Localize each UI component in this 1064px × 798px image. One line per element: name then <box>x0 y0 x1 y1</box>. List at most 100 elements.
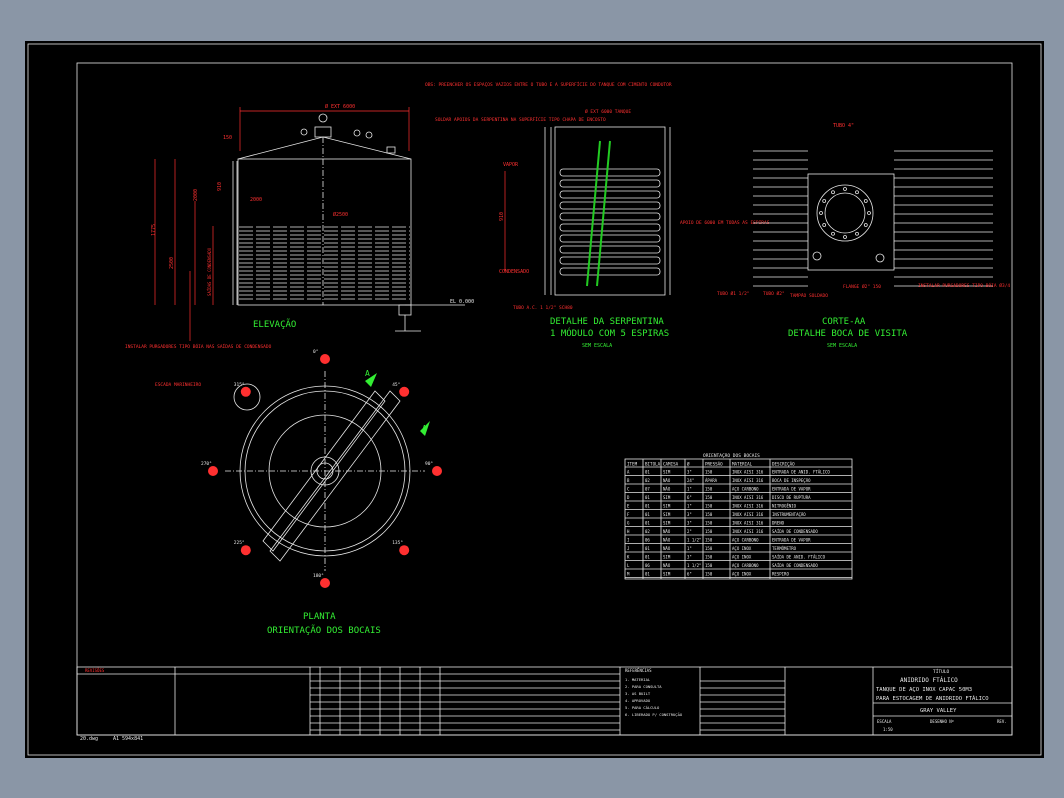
table-cell: ÁPARA <box>705 478 718 483</box>
plan-walkway <box>269 390 401 562</box>
coil-detail: OBS: PREENCHER OS ESPAÇOS VAZIOS ENTRE O… <box>425 80 770 349</box>
table-cell: NÃO <box>663 546 671 551</box>
coil-apoio: APOIO DE 6000 EM TODAS AS ESPIRAS <box>680 220 770 226</box>
table-cell: NITROGÊNIO <box>772 503 797 508</box>
table-cell: 01 <box>645 571 650 576</box>
table-cell: NÃO <box>663 486 671 491</box>
table-cell: 1 1/2" <box>687 537 701 542</box>
coil-stripes <box>239 226 410 300</box>
table-cell: DISCO DE RUPTURA <box>772 495 811 500</box>
corte-stripes <box>753 150 993 287</box>
table-cell: 06 <box>645 537 650 542</box>
elev-dim-5: 150 <box>223 135 232 141</box>
table-cell: NÃO <box>663 563 671 568</box>
table-header-cell: ITEM <box>627 462 638 467</box>
svg-text:A: A <box>365 369 370 378</box>
nozzle-marker <box>240 545 251 556</box>
plan-ladder-platform <box>233 383 261 411</box>
elev-note: INSTALAR PURGADORES TIPO BÓIA NAS SAÍDAS… <box>125 342 272 350</box>
nozzle-angle-label: 45° <box>392 382 400 388</box>
table-header-cell: Ø <box>687 462 690 467</box>
corte-tubo2: TUBO Ø2" <box>763 290 785 297</box>
table-cell: INOX AISI 316 <box>732 495 764 500</box>
table-cell: H <box>627 529 630 534</box>
table-cell: ENTRADA DE VAPOR <box>772 537 811 542</box>
tb-notes-header: REFERÊNCIAS <box>625 668 652 673</box>
elev-cone: 2000 <box>250 197 262 203</box>
nozzle-marker <box>240 386 251 397</box>
table-cell: INSTRUMENTAÇÃO <box>772 512 806 517</box>
table-cell: SIM <box>663 520 671 525</box>
elev-el: EL 0.000 <box>450 299 474 305</box>
corte-scale: SEM ESCALA <box>827 343 857 349</box>
coil-shell <box>554 126 666 296</box>
tb-client: GRAY VALLEY <box>920 708 957 714</box>
table-cell: AÇO INOX <box>732 554 752 559</box>
revision-grid <box>310 667 785 735</box>
tb-sheet-size: A1 594x841 <box>113 736 143 742</box>
table-cell: I <box>627 537 630 542</box>
coil-vapor: VAPOR <box>503 162 519 168</box>
table-cell: G <box>627 520 630 525</box>
nozzle-angle-label: 225° <box>234 540 245 546</box>
table-cell: NÃO <box>663 478 671 483</box>
coil-title: DETALHE DA SERPENTINA <box>550 317 664 327</box>
inner-border <box>76 62 1013 736</box>
table-cell: INOX AISI 316 <box>732 529 764 534</box>
nozzle-angle-label: 90° <box>425 461 433 467</box>
table-cell: 3" <box>687 520 692 525</box>
elev-label-ins: SAÍDAS DE CONDENSADO <box>207 247 212 296</box>
table-cell: DRENO <box>772 520 785 525</box>
table-cell: 02 <box>645 529 650 534</box>
cad-drawing: Ø EXT 6000 1775 2500 2000 SAÍDAS DE COND… <box>27 43 1042 756</box>
table-cell: 01 <box>645 546 650 551</box>
coil-top: Ø EXT 6000 TANQUE <box>585 108 631 115</box>
table-cell: 150 <box>705 529 713 534</box>
table-cell: INOX AISI 316 <box>732 478 764 483</box>
corte-flange: FLANGE Ø2" 150 <box>843 283 881 290</box>
table-cell: 150 <box>705 571 713 576</box>
table-cell: 01 <box>645 512 650 517</box>
table-cell: 150 <box>705 520 713 525</box>
coil-loops <box>559 168 661 276</box>
table-cell: 2" <box>687 529 692 534</box>
table-cell: INOX AISI 316 <box>732 512 764 517</box>
table-cell: SIM <box>663 554 671 559</box>
table-cell: 3" <box>687 554 692 559</box>
plan-view: ESCADA MARINHEIRO A A 0°45°90°135°180°22… <box>155 349 442 636</box>
table-cell: 07 <box>645 486 650 491</box>
elev-dim-3: 2000 <box>193 189 199 201</box>
coil-dim: 910 <box>499 212 505 221</box>
nozzle-angle-label: 180° <box>313 573 324 579</box>
tb-note: 6. LIBERADO P/ CONSTRUÇÃO <box>625 712 683 717</box>
tb-note: 3. AS BUILT <box>625 691 651 696</box>
drawing-sheet: Ø EXT 6000 1775 2500 2000 SAÍDAS DE COND… <box>25 41 1044 758</box>
table-cell: INOX AISI 316 <box>732 503 764 508</box>
tb-note: 5. PARA CÁLCULO <box>625 705 660 710</box>
coil-subtitle: 1 MÓDULO COM 5 ESPIRAS <box>550 327 669 339</box>
table-cell: 150 <box>705 512 713 517</box>
table-cell: ENTRADA DE ANID. FTÁLICO <box>772 469 830 474</box>
table-cell: 3" <box>687 469 692 474</box>
table-cell: C <box>627 486 630 491</box>
table-header-cell: PRESSÃO <box>705 462 723 467</box>
tb-line2: TANQUE DE AÇO INOX CAPAC 50M3 <box>876 687 972 693</box>
table-cell: SAÍDA DE CONDENSADO <box>772 529 818 534</box>
table-cell: A <box>627 469 630 474</box>
nozzle-marker <box>320 578 330 588</box>
corte-note: INSTALAR PURGADORES TIPO BÓIA Ø3/4 <box>918 282 1010 289</box>
table-cell: ENTRADA DE VAPOR <box>772 486 811 491</box>
elev-dim-4: 910 <box>217 182 223 191</box>
table-cell: 01 <box>645 469 650 474</box>
table-cell: 150 <box>705 495 713 500</box>
tank-shell <box>237 158 412 306</box>
elev-top-dim: Ø EXT 6000 <box>325 103 355 110</box>
tb-file: 20.dwg <box>80 736 98 742</box>
coil-condensado: CONDENSADO <box>499 269 529 275</box>
table-cell: SIM <box>663 512 671 517</box>
tb-line1: ANIDRIDO FTÁLICO <box>900 677 958 684</box>
table-cell: 150 <box>705 554 713 559</box>
table-cell: J <box>627 546 629 551</box>
